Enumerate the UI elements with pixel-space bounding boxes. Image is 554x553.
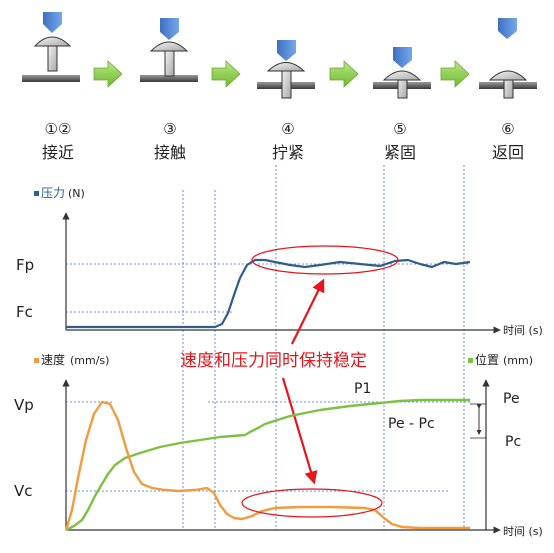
rivet-head: [33, 36, 72, 47]
annotation-arrow-down: [281, 377, 318, 485]
step-2-number: ③: [163, 120, 176, 138]
label-pe-pc: Pe - Pc: [388, 416, 435, 432]
x-axis-label: 时间 (s): [503, 324, 543, 337]
rivet-shank: [281, 67, 292, 99]
position-legend-marker: [468, 358, 473, 363]
y-tick-fp: Fp: [16, 256, 34, 274]
y-tick-fc: Fc: [16, 303, 33, 321]
speed-legend-label: 速度: [41, 352, 65, 367]
tool-icon: [43, 12, 62, 33]
tool-icon: [277, 40, 296, 61]
step-arrow-icon: [211, 60, 241, 88]
label-pe: Pe: [503, 391, 520, 407]
plate: [140, 75, 198, 82]
force-legend-label: 压力: [41, 186, 65, 200]
label-p1: P1: [354, 381, 371, 397]
position-series-line: [65, 398, 470, 532]
step-3-label: 拧紧: [272, 143, 304, 162]
speed-position-chart: 速度 (mm/s) 位置 (mm) Vp Vc 时间 (s) P1 Pe - P…: [14, 352, 543, 538]
step-arrow-icon: [440, 60, 470, 88]
speed-legend-unit: (mm/s): [70, 354, 109, 367]
phase-gridlines: [182, 165, 465, 530]
speed-legend-marker: [34, 358, 39, 363]
step-arrow-icon: [329, 60, 359, 88]
stable-force-highlight: [251, 245, 399, 275]
annotation-arrow-up: [291, 278, 325, 345]
step-2-illustration: [140, 18, 198, 82]
position-legend-unit: (mm): [503, 354, 533, 367]
speed-series-line: [64, 400, 470, 531]
legend-marker: [34, 191, 39, 196]
step-1-illustration: [22, 12, 80, 82]
tool-icon: [393, 47, 412, 68]
step-arrow-icon: [93, 60, 123, 88]
rivet-shank: [164, 49, 175, 77]
step-5-illustration: [479, 18, 537, 99]
step-3-illustration: [257, 40, 315, 99]
rivet-head: [382, 70, 422, 81]
stable-speed-highlight: [241, 488, 383, 518]
step-2-label: 接触: [154, 143, 186, 162]
rivet-head: [149, 41, 189, 52]
step-1-label: 接近: [42, 143, 74, 162]
rivet-shank: [47, 44, 58, 72]
tool-icon: [160, 18, 179, 40]
y-tick-vc: Vc: [14, 482, 33, 500]
step-5-number: ⑥: [501, 120, 514, 138]
rivet-head: [488, 70, 528, 81]
step-5-label: 返回: [492, 143, 524, 162]
stability-annotation: 速度和压力同时保持稳定: [180, 351, 367, 371]
tool-icon: [498, 18, 517, 39]
label-pc: Pc: [505, 434, 521, 450]
rivet-head: [266, 62, 306, 72]
step-4-label: 紧固: [384, 143, 416, 162]
y-tick-vp: Vp: [14, 396, 34, 414]
step-3-number: ④: [281, 120, 294, 138]
position-legend-label: 位置: [475, 352, 499, 367]
force-series-line: [66, 258, 471, 329]
force-chart: 压力 (N) Fp Fc 时间 (s): [16, 186, 543, 337]
step-4-illustration: [373, 47, 431, 99]
step-1-number: ①②: [45, 120, 72, 138]
plate: [22, 75, 80, 82]
step-4-number: ⑤: [393, 120, 406, 138]
force-legend-unit: (N): [68, 187, 85, 200]
x-axis-label: 时间 (s): [503, 525, 543, 538]
